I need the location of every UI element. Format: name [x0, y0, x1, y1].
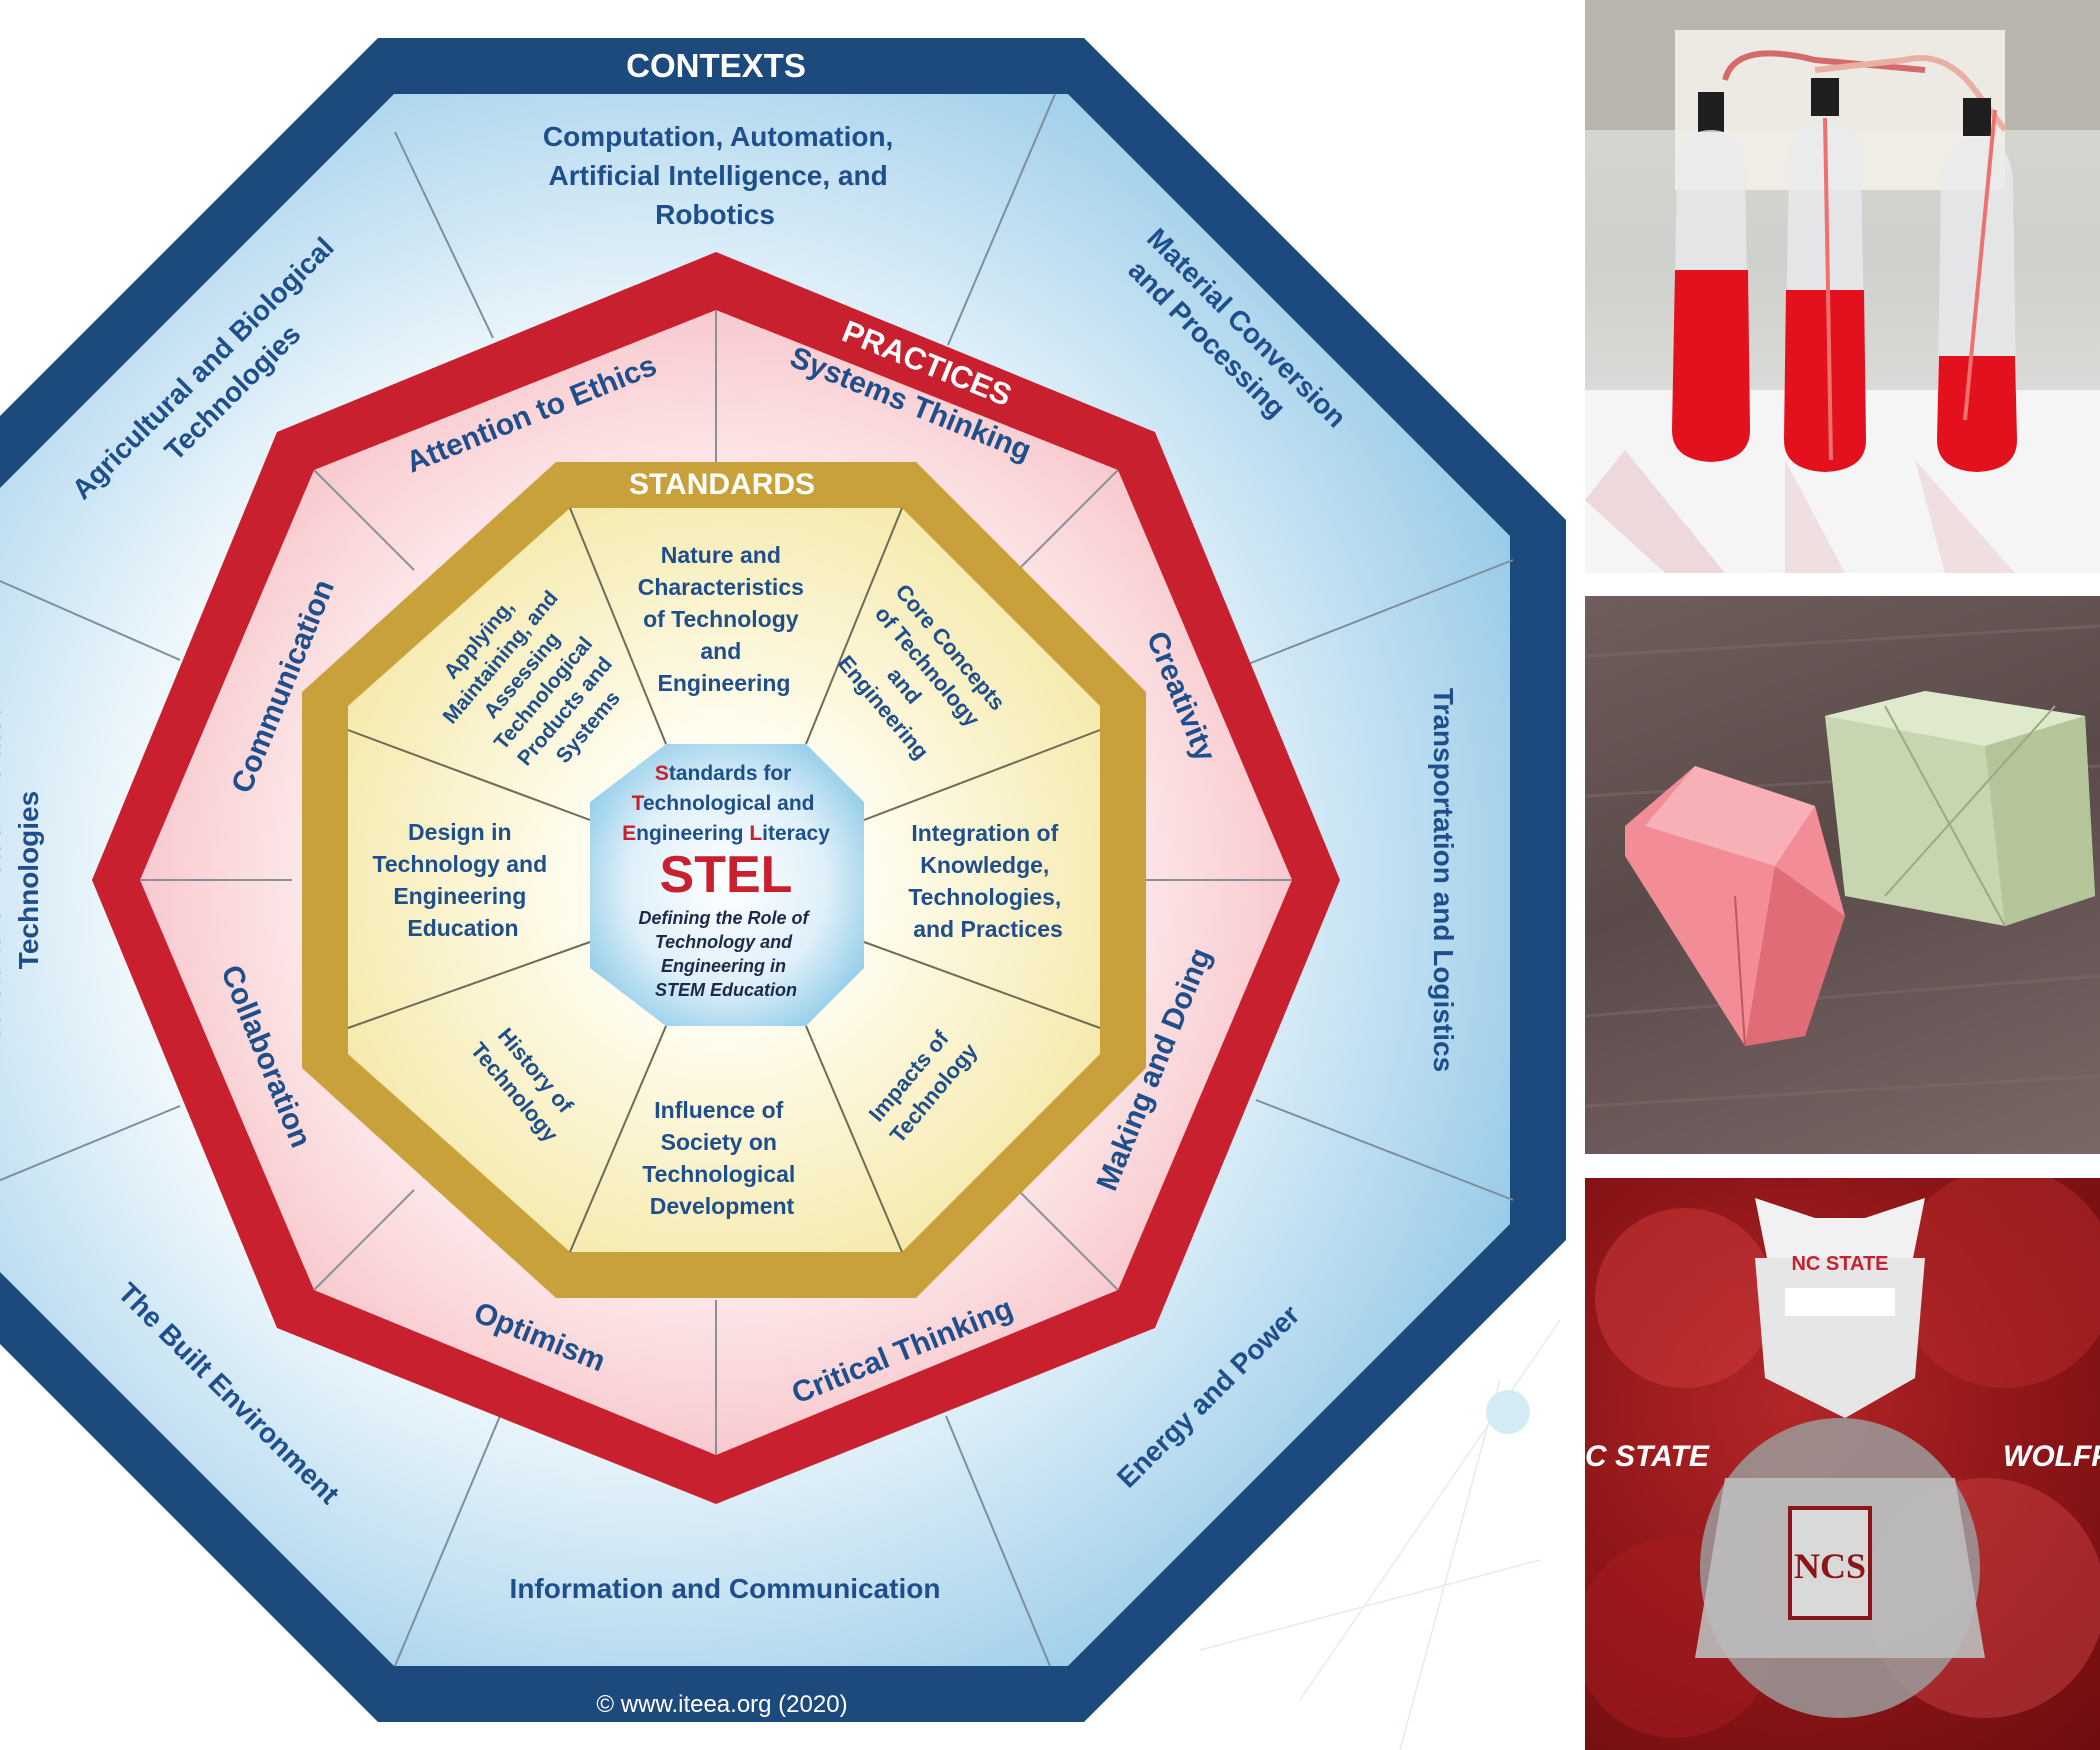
standard-integration-line3: Technologies, — [908, 884, 1061, 910]
origami-illustration — [1585, 624, 2100, 1108]
context-computation-line2: Artificial Intelligence, and — [549, 160, 888, 191]
standard-influence-line1: Influence of — [654, 1097, 783, 1123]
standard-influence-line4: Development — [650, 1193, 795, 1219]
standard-integration-line4: and Practices — [913, 916, 1063, 942]
background-lines — [1199, 1319, 1561, 1750]
photo-red-water-bottles — [1585, 0, 2100, 573]
center-desc-line2: Technology and — [655, 932, 793, 952]
standard-design-line2: Technology and — [372, 851, 547, 877]
context-information: Information and Communication — [510, 1573, 941, 1604]
wolf-badge: NC STATE — [1791, 1253, 1888, 1275]
wolf-illustration: NC STATE NCS — [1585, 1178, 2100, 1738]
standards-title: STANDARDS — [629, 468, 815, 501]
wolf-right-text: WOLFPA — [2003, 1440, 2100, 1473]
photo-origami-balloons — [1585, 596, 2100, 1154]
origami-green-cube — [1825, 691, 2095, 927]
center-desc-line3: Engineering in — [661, 956, 786, 976]
standard-integration: Integration of Knowledge, Technologies, … — [908, 820, 1067, 942]
contexts-title: CONTEXTS — [626, 47, 806, 84]
bottles-illustration — [1585, 0, 2100, 573]
bottle-right — [1937, 98, 2017, 472]
wolf-letters: NCS — [1794, 1546, 1866, 1586]
center-acronym: STEL — [660, 846, 793, 904]
context-transportation: Transportation and Logistics — [1428, 688, 1459, 1072]
standards-dividers — [347, 507, 1101, 1253]
center-description: Defining the Role of Technology and Engi… — [638, 908, 813, 1000]
context-computation-line1: Computation, Automation, — [543, 121, 893, 152]
bottle-left — [1672, 92, 1750, 462]
origami-pink-balloon — [1625, 766, 1845, 1047]
standard-nature: Nature and Characteristics of Technology… — [638, 542, 811, 696]
standard-integration-line2: Knowledge, — [920, 852, 1049, 878]
center-desc-line1: Defining the Role of — [638, 908, 810, 928]
standard-design: Design in Technology and Engineering Edu… — [372, 819, 553, 941]
photo-nc-state-wolf: NC STATE NCS C STATE WOLFPA — [1585, 1178, 2100, 1750]
standard-design-line1: Design in — [408, 819, 512, 845]
wolf-left-text: C STATE — [1585, 1440, 1709, 1473]
context-computation: Computation, Automation, Artificial Inte… — [543, 121, 901, 230]
standard-integration-line1: Integration of — [911, 820, 1058, 846]
standard-nature-line4: and — [700, 638, 741, 664]
context-computation-line3: Robotics — [655, 199, 775, 230]
context-medical: Medical and Health-Related Technologies — [0, 694, 44, 1066]
copyright: © www.iteea.org (2020) — [596, 1691, 847, 1718]
context-medical-line1: Medical and Health-Related — [0, 702, 6, 1066]
context-medical-line2: Technologies — [13, 791, 44, 969]
stel-framework-diagram: CONTEXTS Computation, Automation, Artifi… — [0, 38, 1566, 1750]
standard-design-line3: Engineering — [393, 883, 526, 909]
standard-nature-line1: Nature and — [661, 542, 781, 568]
standard-design-line4: Education — [407, 915, 518, 941]
standard-influence-line3: Technological — [642, 1161, 795, 1187]
standard-nature-line3: of Technology — [643, 606, 799, 632]
standard-nature-line5: Engineering — [658, 670, 791, 696]
practices-dividers — [140, 310, 1292, 1455]
standard-influence-line2: Society on — [661, 1129, 777, 1155]
center-title: Standards for Technological and Engineer… — [622, 762, 830, 845]
center-line1: Standards for — [655, 762, 792, 785]
standard-nature-line2: Characteristics — [638, 574, 804, 600]
background-dot — [1486, 1390, 1530, 1434]
center-line2: Technological and — [632, 792, 815, 815]
bottle-middle — [1784, 78, 1866, 472]
center-desc-line4: STEM Education — [655, 980, 797, 1000]
center-line3: Engineering Literacy — [622, 822, 830, 845]
contexts-dividers — [0, 93, 1514, 1667]
standard-influence: Influence of Society on Technological De… — [642, 1097, 801, 1219]
center-stel — [590, 744, 864, 1026]
wolf-mascot — [1695, 1198, 1985, 1718]
